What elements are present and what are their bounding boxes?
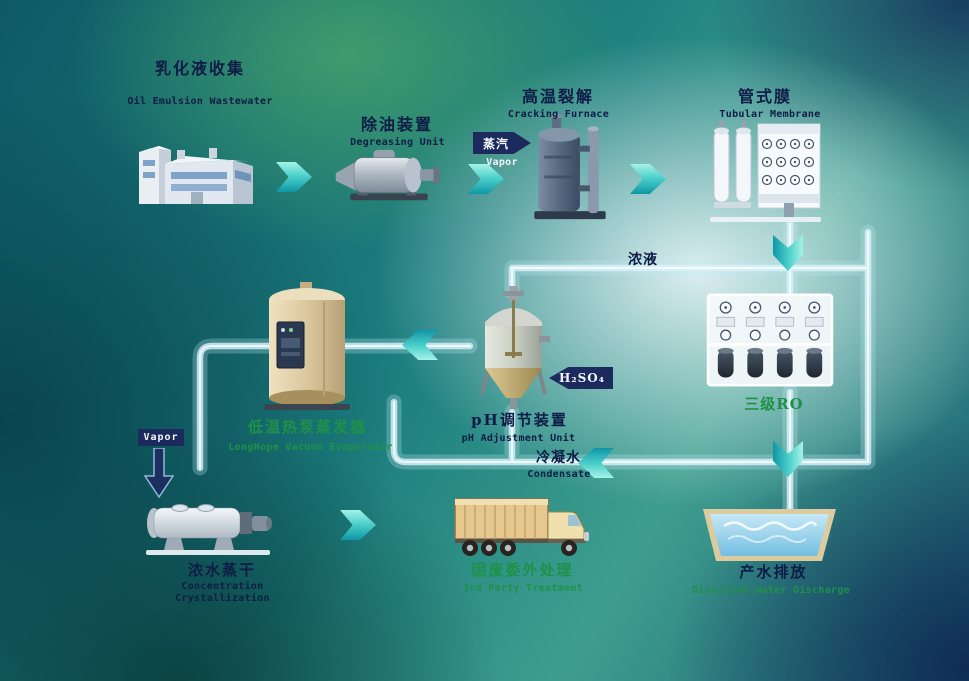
factory-icon [139,146,253,204]
membrane-icon [710,120,821,222]
disposal-title-zh: 固废委外处理 [471,561,574,579]
collection-title-en: Oil Emulsion Wastewater [127,96,273,107]
membrane-title-zh: 管式膜 [737,87,792,106]
steam-label-en: Vapor [486,157,518,168]
evaporator-icon [264,282,350,410]
crystallization-title-en-line1: Concentration [181,581,264,592]
steam-label-zh: 蒸汽 [483,136,510,151]
vapor-tag: Vapor [138,429,184,446]
ph-title-zh: pH调节装置 [471,411,568,429]
discharge-title-en: Distilled Water Discharge [691,585,850,596]
crystallizer-icon [146,504,272,555]
degreaser-icon [335,149,440,201]
evaporator-title-en: LongHope Vacuum Evaporator [228,442,393,453]
vapor-label: Vapor [143,432,179,443]
disposal-title-en: 3rd Party Treatment [462,583,584,594]
ph-vessel-icon [480,286,550,409]
degreasing-title-en: Degreasing Unit [350,137,445,148]
cracking-title-zh: 高温裂解 [521,87,594,106]
ro-title-zh: 三级RO [744,395,804,413]
evaporator-title-zh: 低温热泵蒸发器 [247,418,367,436]
vapor-down-arrow [144,448,174,498]
steam-arrow-tag: 蒸汽 [473,132,531,154]
discharge-pool-icon [703,509,836,561]
condensate-label-zh: 冷凝水 [536,450,581,466]
condensate-label-en: Condensate [527,469,591,480]
ro-unit-icon [706,293,834,387]
truck-icon [454,498,589,556]
crystallization-title-zh: 浓水蒸干 [187,561,256,579]
collection-title-zh: 乳化液收集 [154,59,245,78]
cracking-title-en: Cracking Furnace [507,109,610,120]
acid-label: H₂SO₄ [559,371,605,385]
furnace-icon [534,114,606,220]
degreasing-title-zh: 除油装置 [360,115,433,134]
crystallization-title-en-line2: Crystallization [175,593,270,604]
concentrate-label: 浓液 [628,252,658,268]
discharge-title-zh: 产水排放 [739,563,808,581]
ph-title-en: pH Adjustment Unit [461,433,576,444]
acid-arrow-tag: H₂SO₄ [549,367,613,389]
membrane-title-en: Tubular Membrane [719,109,821,120]
